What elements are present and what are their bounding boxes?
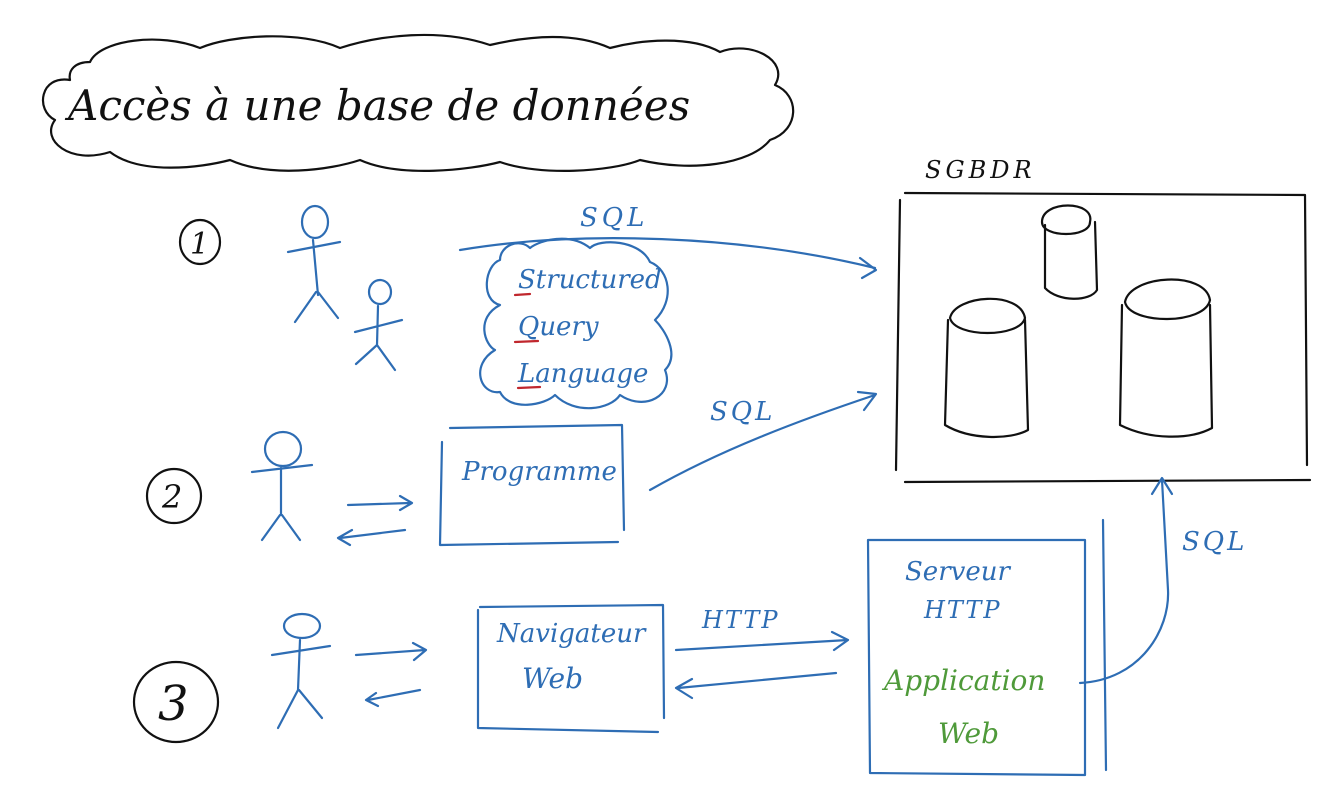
sql-label: SQL <box>710 397 775 427</box>
initial-underline <box>513 339 540 344</box>
user-icon <box>353 278 404 372</box>
server-label-line2: HTTP <box>923 596 1002 624</box>
scenario-2: 2 Programme SQL <box>145 390 878 547</box>
http-label: HTTP <box>701 606 780 634</box>
sgbdr-box: SGBDR <box>894 156 1312 484</box>
user-icon <box>250 430 314 542</box>
initial-underline <box>513 292 532 297</box>
browser-label-line2: Web <box>522 662 583 695</box>
number-circle-1: 1 <box>178 218 222 266</box>
acronym-structured: Structured <box>518 265 662 295</box>
number-circle-3: 3 <box>132 660 220 744</box>
database-cylinder-icon <box>1040 204 1099 300</box>
app-label-line2: Web <box>938 717 999 750</box>
sgbdr-label: SGBDR <box>925 156 1036 184</box>
server-label-line1: Serveur <box>905 557 1011 587</box>
user-icon <box>286 204 342 324</box>
database-cylinder-icon <box>1118 278 1214 438</box>
scenario-number: 2 <box>161 478 182 516</box>
database-cylinder-icon <box>943 297 1030 438</box>
scenario-3: 3 Navigateur Web HTTP Serveur HTTP Appli… <box>132 476 1247 777</box>
initial-underline <box>516 385 542 390</box>
browser-label-line1: Navigateur <box>496 619 647 649</box>
scenario-number: 1 <box>190 227 209 262</box>
sql-label: SQL <box>580 203 648 233</box>
number-circle-2: 2 <box>145 467 203 525</box>
acronym-language: Language <box>517 359 648 389</box>
user-icon <box>270 612 332 730</box>
scenario-number: 3 <box>158 676 189 732</box>
page-title: Accès à une base de données <box>64 81 690 130</box>
scenario-1: 1 SQL Structured Query Language <box>178 203 878 410</box>
acronym-query: Query <box>518 312 599 342</box>
sql-label: SQL <box>1182 527 1247 557</box>
title-cloud: Accès à une base de données <box>41 33 795 172</box>
programme-label: Programme <box>461 457 617 487</box>
app-label-line1: Application <box>881 664 1045 697</box>
